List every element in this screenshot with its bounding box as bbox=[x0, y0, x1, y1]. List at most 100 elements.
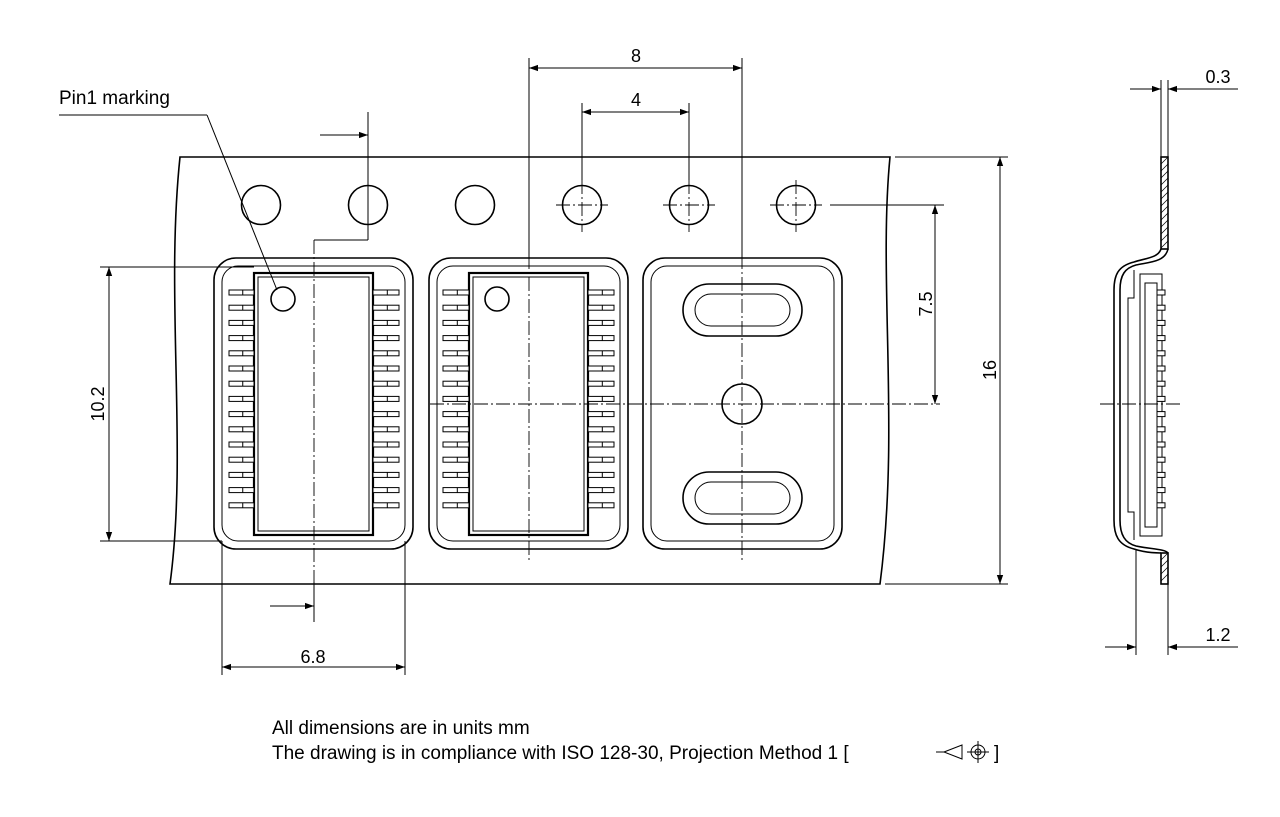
sprocket-hole-3 bbox=[454, 184, 496, 226]
ic-lead bbox=[587, 365, 615, 372]
side-lead bbox=[1156, 411, 1166, 418]
dimension-10-2: 10.2 bbox=[88, 266, 254, 542]
ic-lead bbox=[587, 471, 615, 478]
hatch-line bbox=[1160, 566, 1169, 575]
hatch-line bbox=[1160, 198, 1169, 207]
dim-label-8: 8 bbox=[631, 46, 641, 66]
ic-lead bbox=[372, 289, 400, 296]
sprocket-hole-1 bbox=[240, 184, 282, 226]
ic-lead bbox=[442, 289, 470, 296]
side-lead bbox=[1156, 471, 1166, 478]
sprocket-holes bbox=[240, 180, 822, 232]
side-lead bbox=[1156, 350, 1166, 357]
hatch-line bbox=[1160, 573, 1169, 582]
side-view: 0.3 1.2 bbox=[1100, 67, 1238, 655]
ic-lead bbox=[442, 426, 470, 433]
note-iso-bracket-end: ] bbox=[994, 743, 999, 764]
ic-lead bbox=[587, 426, 615, 433]
projection-method-icon bbox=[936, 741, 989, 763]
ic-lead bbox=[372, 502, 400, 509]
hatch-line bbox=[1160, 156, 1169, 165]
side-lead bbox=[1156, 441, 1166, 448]
ic-lead bbox=[442, 456, 470, 463]
ic-lead bbox=[228, 289, 255, 296]
ic-lead bbox=[587, 411, 615, 418]
dim-label-0-3: 0.3 bbox=[1205, 67, 1230, 87]
ic-lead bbox=[442, 304, 470, 311]
dim-label-10-2: 10.2 bbox=[88, 386, 108, 421]
hatch-line bbox=[1160, 233, 1169, 242]
dimension-6-8: 6.8 bbox=[221, 541, 406, 675]
pin1-marking-label: Pin1 marking bbox=[59, 88, 170, 109]
dim-label-6-8: 6.8 bbox=[300, 647, 325, 667]
ic-lead bbox=[587, 350, 615, 357]
side-lead bbox=[1156, 289, 1166, 296]
pin1-circle-2 bbox=[484, 286, 510, 312]
hatch-line bbox=[1160, 552, 1169, 561]
ic-lead bbox=[442, 350, 470, 357]
ic-lead bbox=[372, 380, 400, 387]
hatch-line bbox=[1160, 559, 1169, 568]
side-lead bbox=[1156, 304, 1166, 311]
ic-lead bbox=[228, 487, 255, 494]
hatch-line bbox=[1160, 177, 1169, 186]
note-iso-text: The drawing is in compliance with ISO 12… bbox=[272, 743, 849, 764]
ic-lead bbox=[372, 426, 400, 433]
pocket-3-empty bbox=[642, 257, 843, 550]
ic-lead bbox=[587, 289, 615, 296]
side-lead bbox=[1156, 380, 1166, 387]
pin1-marking-circle bbox=[270, 286, 296, 312]
ic-lead bbox=[372, 441, 400, 448]
dimension-16: 16 bbox=[885, 156, 1008, 585]
ic-lead bbox=[228, 456, 255, 463]
ic-lead bbox=[372, 365, 400, 372]
carrier-tape-outline bbox=[169, 156, 891, 585]
dim-label-7-5: 7.5 bbox=[916, 291, 936, 316]
ic-lead bbox=[442, 411, 470, 418]
side-lead bbox=[1156, 502, 1166, 509]
ic-lead bbox=[372, 487, 400, 494]
hatch-line bbox=[1160, 226, 1169, 235]
hatch-line bbox=[1160, 170, 1169, 179]
ic-lead bbox=[442, 502, 470, 509]
ic-lead bbox=[442, 487, 470, 494]
ic-lead bbox=[587, 319, 615, 326]
ic-lead bbox=[372, 304, 400, 311]
ic-lead bbox=[587, 487, 615, 494]
ic-lead bbox=[587, 304, 615, 311]
ic-lead bbox=[587, 395, 615, 402]
ic-lead bbox=[372, 456, 400, 463]
hatch-line bbox=[1160, 191, 1169, 200]
ic-lead bbox=[442, 395, 470, 402]
dimension-8: 8 bbox=[528, 46, 743, 258]
ic-lead bbox=[442, 365, 470, 372]
dim-label-1-2: 1.2 bbox=[1205, 625, 1230, 645]
ic-lead bbox=[228, 380, 255, 387]
pin1-marking-callout: Pin1 marking bbox=[59, 88, 278, 291]
note-units: All dimensions are in units mm bbox=[272, 718, 530, 739]
ic-lead bbox=[372, 395, 400, 402]
ic-lead bbox=[587, 335, 615, 342]
dim-label-4: 4 bbox=[631, 90, 641, 110]
side-lead bbox=[1156, 319, 1166, 326]
ic-lead bbox=[442, 335, 470, 342]
dimension-4: 4 bbox=[581, 90, 690, 180]
notes: All dimensions are in units mm The drawi… bbox=[272, 718, 999, 764]
ic-lead bbox=[228, 426, 255, 433]
ic-lead bbox=[587, 456, 615, 463]
ic-lead bbox=[228, 395, 255, 402]
ic-lead bbox=[228, 502, 255, 509]
side-lead bbox=[1156, 365, 1166, 372]
ic-lead bbox=[442, 380, 470, 387]
side-lead bbox=[1156, 456, 1166, 463]
ic-lead bbox=[228, 350, 255, 357]
ic-lead bbox=[442, 471, 470, 478]
ic-lead bbox=[372, 411, 400, 418]
ic-lead bbox=[442, 441, 470, 448]
ic-lead bbox=[587, 502, 615, 509]
hatch-line bbox=[1160, 205, 1169, 214]
offset-markers bbox=[270, 112, 369, 622]
hatch-line bbox=[1160, 219, 1169, 228]
hatch-line bbox=[1160, 163, 1169, 172]
